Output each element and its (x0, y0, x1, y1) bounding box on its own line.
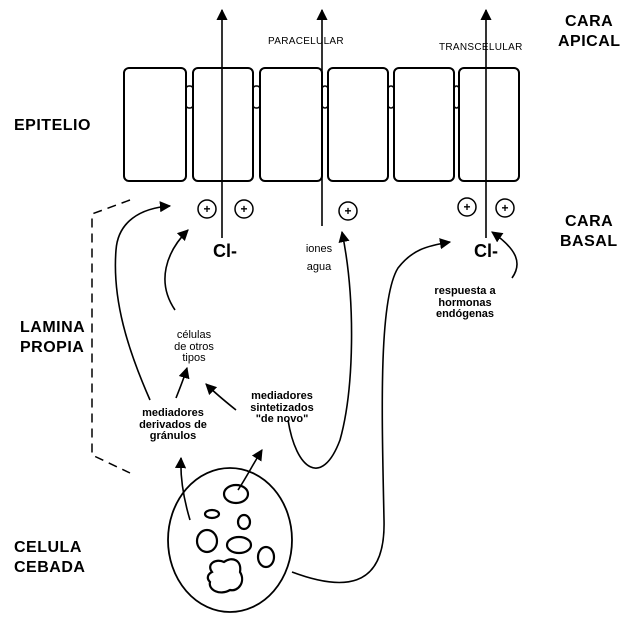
granule-derived-mediators-line: gránulos (127, 431, 219, 443)
hormone-response-label: respuesta a hormonas endógenas (422, 286, 508, 321)
chloride-ion-right-label: Cl- (474, 242, 498, 261)
granule (258, 547, 274, 567)
transcellular-label: TRANSCELULAR (439, 43, 523, 54)
granule (224, 485, 248, 503)
other-cell-types-line: tipos (160, 353, 228, 365)
epitelio-label: EPITELIO (14, 118, 91, 135)
lamina-label-line1: LAMINA (20, 320, 85, 337)
receptor-plus-label: + (501, 201, 508, 215)
epithelial-cell (459, 68, 519, 181)
ions-label: iones (297, 244, 341, 256)
other-cells-to-chloride-arrow (165, 230, 188, 310)
derived-to-epithelium-arrow (115, 206, 170, 400)
granule (197, 530, 217, 552)
paracellular-label: PARACELULAR (268, 37, 344, 48)
receptor-plus-label: + (344, 204, 351, 218)
hormone-response-line: respuesta a (422, 286, 508, 298)
hormone-response-line: endógenas (422, 309, 508, 321)
derived-to-other-cells-arrow (176, 368, 187, 398)
granule (227, 537, 251, 553)
epithelial-cell (124, 68, 186, 181)
other-cell-types-label: células de otros tipos (160, 330, 228, 365)
chloride-ion-left-label: Cl- (213, 242, 237, 261)
receptor-plus-label: + (203, 202, 210, 216)
celula-cebada-label-line1: CELULA (14, 540, 82, 557)
granule (238, 515, 250, 529)
epithelial-cell (193, 68, 253, 181)
synthesized-to-other-cells-arrow (206, 384, 236, 410)
epithelial-cell (260, 68, 322, 181)
granule-derived-mediators-line: mediadores (127, 408, 219, 420)
de-novo-mediators-line: "de novo" (240, 414, 324, 426)
epithelial-cell (394, 68, 454, 181)
cara-basal-label-line2: BASAL (560, 234, 618, 251)
cara-apical-label-line1: CARA (565, 14, 613, 31)
ions-water-label: iones agua (297, 244, 341, 273)
de-novo-mediators-line: mediadores (240, 391, 324, 403)
receptor-plus-label: + (463, 200, 470, 214)
de-novo-mediators-label: mediadores sintetizados "de novo" (240, 391, 324, 426)
granule (205, 510, 219, 518)
nucleus (208, 559, 242, 592)
granule-derived-mediators-label: mediadores derivados de gránulos (127, 408, 219, 443)
lamina-propia-bracket (92, 200, 130, 473)
lamina-label-line2: PROPIA (20, 340, 84, 357)
water-label: agua (297, 262, 341, 274)
cara-apical-label-line2: APICAL (558, 34, 621, 51)
mast-cell (168, 468, 292, 612)
cara-basal-label-line1: CARA (565, 214, 613, 231)
celula-cebada-label-line2: CEBADA (14, 560, 85, 577)
receptor-plus-label: + (240, 202, 247, 216)
other-cell-types-line: células (160, 330, 228, 342)
epithelial-cell (328, 68, 388, 181)
